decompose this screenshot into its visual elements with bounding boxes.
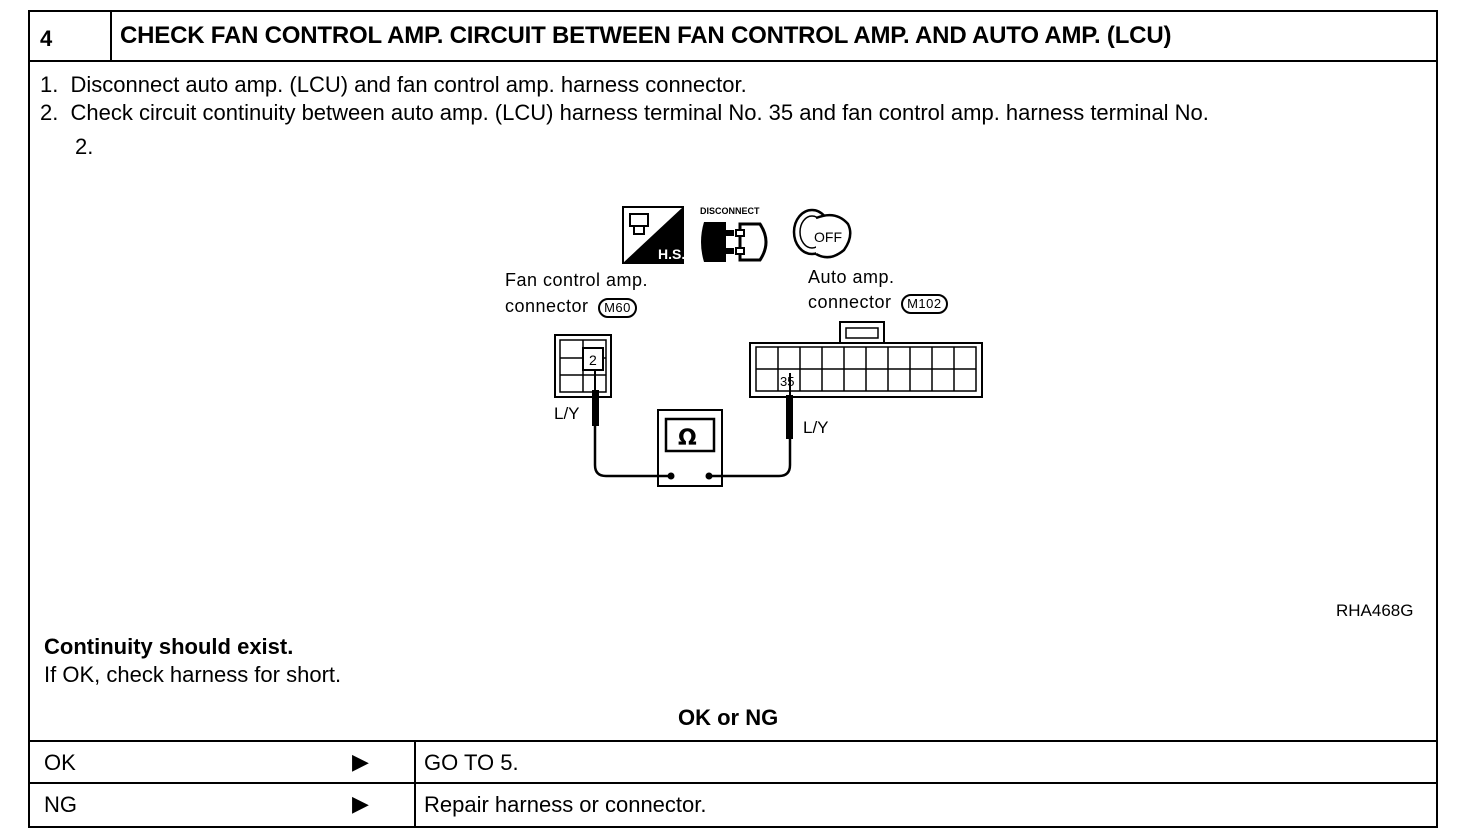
outcome-ng-action: Repair harness or connector. — [424, 792, 707, 817]
ignition-key-off-icon: OFF — [792, 208, 852, 259]
outcome-column-divider — [414, 740, 416, 828]
outcome-ng-label: NG — [44, 792, 77, 817]
procedure-frame — [28, 10, 1438, 828]
ohm-symbol: Ω — [678, 426, 697, 451]
header-divider — [28, 60, 1438, 62]
auto-test-lead — [709, 439, 792, 478]
fan-connector-label-line1: Fan control amp. — [505, 270, 649, 290]
auto-connector-code-badge: M102 — [901, 294, 948, 314]
fan-connector-label-line2: connector M60 — [505, 296, 637, 318]
fan-wire-color: L/Y — [554, 404, 580, 423]
outcome-divider — [28, 782, 1438, 784]
step-number: 4 — [40, 26, 53, 51]
auto-connector-label-line1: Auto amp. — [808, 267, 895, 287]
outcome-ok-action: GO TO 5. — [424, 750, 519, 775]
instruction-2-number: 2. — [40, 100, 59, 125]
figure-code: RHA468G — [1336, 601, 1414, 620]
key-off-label: OFF — [814, 229, 842, 245]
fan-probe — [592, 390, 599, 426]
fan-connector-label-text: connector — [505, 296, 589, 316]
auto-probe — [786, 395, 793, 439]
header-column-divider — [110, 10, 112, 62]
instruction-1: 1. Disconnect auto amp. (LCU) and fan co… — [40, 72, 747, 98]
outcome-ok-arrow-icon: ▶ — [352, 750, 369, 775]
fan-terminal-number: 2 — [589, 352, 597, 368]
hs-label: H.S. — [658, 246, 684, 262]
instruction-2-text: Check circuit continuity between auto am… — [70, 100, 1209, 125]
ohmmeter: Ω — [657, 409, 723, 487]
auto-terminal-number: 35 — [780, 374, 794, 389]
ok-or-ng-question: OK or NG — [678, 705, 779, 730]
result-divider — [28, 740, 1438, 742]
result-note: If OK, check harness for short. — [44, 662, 342, 687]
disconnect-label: DISCONNECT — [700, 206, 760, 216]
continuity-test-diagram: 2 L/Y 35 L/Y Ω — [554, 321, 983, 487]
instruction-2: 2. Check circuit continuity between auto… — [40, 100, 1209, 126]
auto-amp-connector: 35 — [749, 321, 983, 398]
auto-wire-color: L/Y — [803, 418, 829, 437]
auto-connector-label-text: connector — [808, 292, 892, 312]
instruction-1-number: 1. — [40, 72, 59, 97]
auto-connector-label-line2: connector M102 — [808, 292, 948, 314]
fan-control-connector: 2 — [554, 334, 612, 398]
expected-result: Continuity should exist. — [44, 634, 294, 659]
harness-service-icon: H.S. — [622, 206, 684, 264]
instruction-2-continuation: 2. — [75, 134, 94, 159]
fan-connector-code-badge: M60 — [598, 298, 637, 318]
disconnect-icon: DISCONNECT — [700, 206, 768, 262]
instruction-1-text: Disconnect auto amp. (LCU) and fan contr… — [70, 72, 747, 97]
fan-test-lead — [593, 426, 671, 478]
outcome-ng-arrow-icon: ▶ — [352, 792, 369, 817]
outcome-ok-label: OK — [44, 750, 76, 775]
step-title: CHECK FAN CONTROL AMP. CIRCUIT BETWEEN F… — [120, 22, 1172, 49]
